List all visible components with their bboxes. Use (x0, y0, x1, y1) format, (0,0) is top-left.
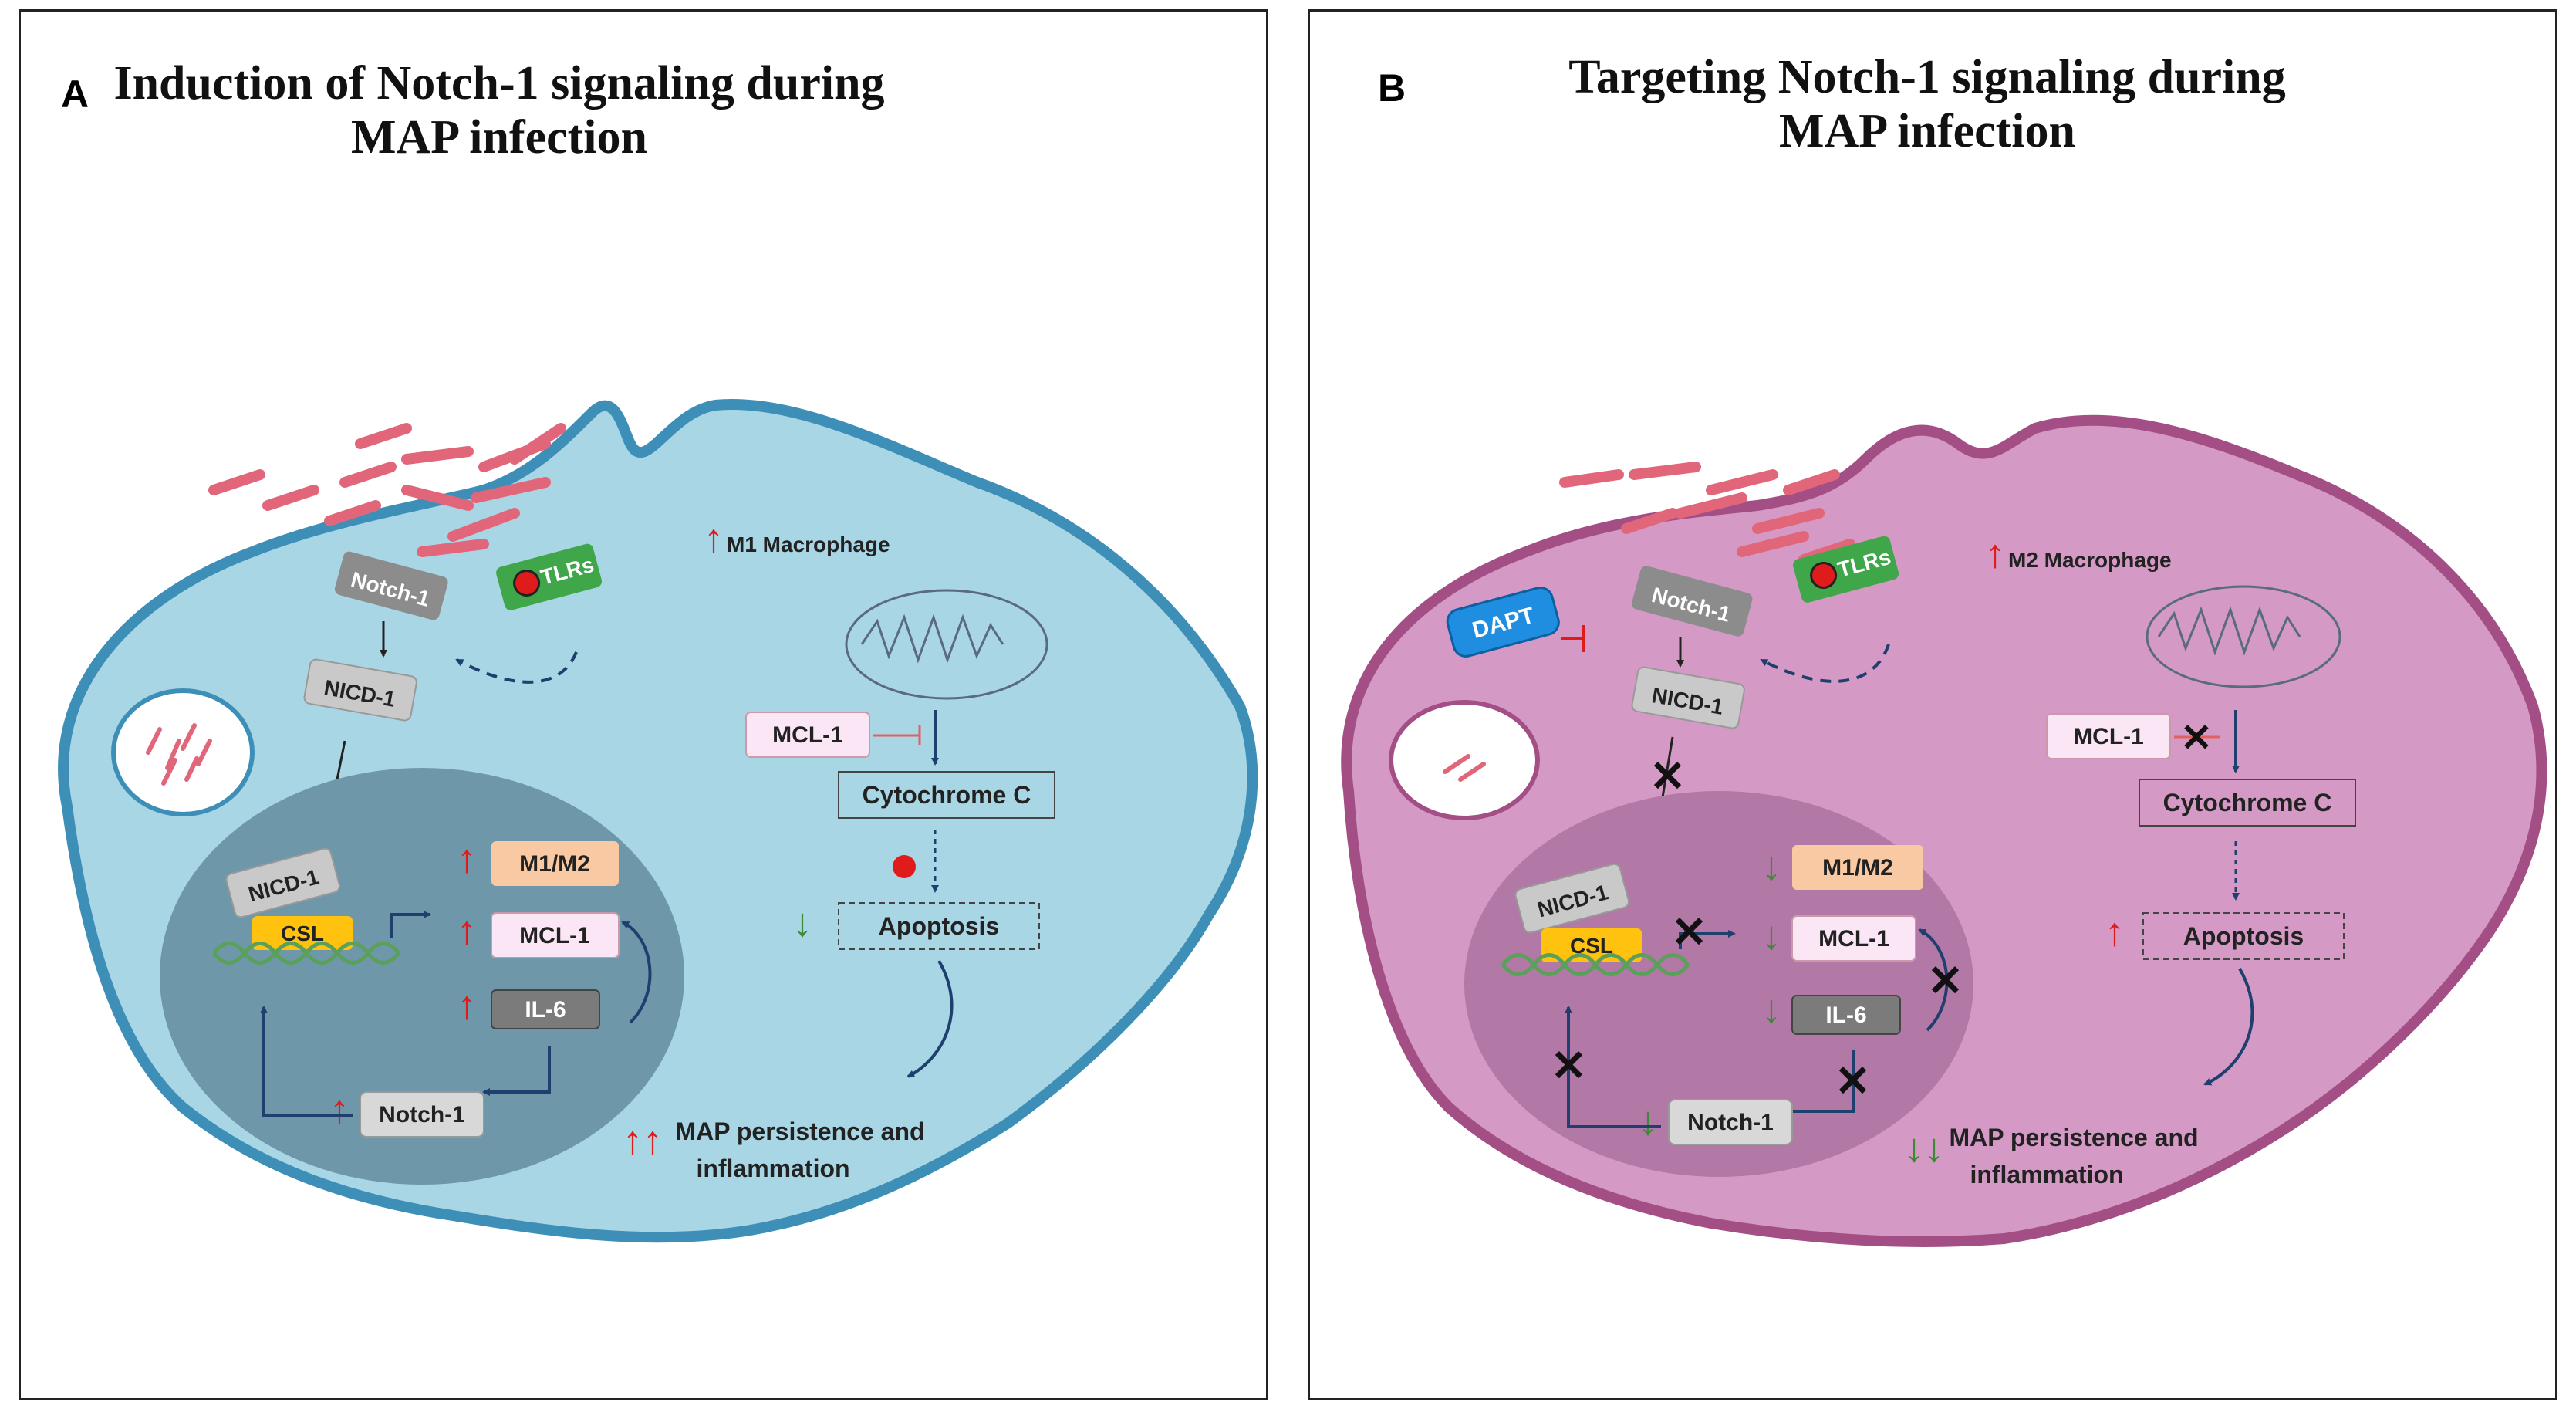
m1m2-label: M1/M2 (519, 851, 590, 877)
block-x-icon: ✕ (1835, 1057, 1871, 1105)
panel-a-title: Induction of Notch-1 signaling during MA… (113, 57, 885, 164)
panel-b-title: Targeting Notch-1 signaling during MAP i… (1568, 51, 2286, 157)
notch1-receptor (334, 551, 448, 620)
macrophage-type-label: M2 Macrophage (2008, 548, 2172, 572)
dapt-inhibitor (1446, 587, 1560, 658)
tlr-receptor (1793, 536, 1899, 603)
panel-a: A Induction of Notch-1 signaling during … (19, 9, 1268, 1400)
panel-b-letter: B (1378, 66, 1406, 110)
mcl1-cyto-label: MCL-1 (2073, 724, 2144, 749)
phagosome (111, 688, 255, 816)
cytochrome-label: Cytochrome C (2163, 789, 2332, 816)
mitochondrion (845, 589, 1048, 700)
bacteria-cluster (208, 423, 566, 557)
up-arrow-icon: ↑ (457, 908, 477, 953)
panel-b-diagram: DAPT Notch-1 TLRs ↑ M2 Macrophage NICD-1… (1341, 414, 2547, 1247)
tlr-receptor (496, 543, 603, 610)
cytochrome-label: Cytochrome C (863, 781, 1031, 809)
down-arrow-icon: ↓ (1761, 914, 1781, 958)
notch1-nucleus-label: Notch-1 (1687, 1110, 1774, 1135)
outcome-line2: inflammation (1970, 1161, 2123, 1188)
double-up-arrow-icon: ↑↑ (623, 1118, 663, 1163)
panel-a-diagram: Notch-1 TLRs ↑ M1 Macrophage NICD-1 NICD… (58, 399, 1258, 1243)
il6-label: IL-6 (525, 997, 566, 1023)
outcome-line2: inflammation (696, 1155, 849, 1182)
up-arrow-icon: ↑ (329, 1087, 349, 1132)
block-x-icon: ✕ (2180, 716, 2213, 759)
apoptosis-label: Apoptosis (2183, 922, 2304, 950)
block-x-icon: ✕ (1649, 752, 1686, 800)
up-arrow-icon: ↑ (2105, 910, 2125, 955)
up-arrow-icon: ↑ (457, 983, 477, 1028)
down-arrow-icon: ↓ (1638, 1099, 1658, 1144)
up-arrow-icon: ↑ (457, 837, 477, 881)
dna-helix (1501, 953, 1690, 976)
down-arrow-icon: ↓ (1761, 844, 1781, 889)
il6-label: IL-6 (1825, 1002, 1866, 1028)
macrophage-type-label: M1 Macrophage (727, 532, 890, 556)
double-down-arrow-icon: ↓↓ (1904, 1126, 1944, 1171)
red-dot-icon (893, 855, 916, 878)
dna-helix (212, 942, 400, 965)
panel-b: B Targeting Notch-1 signaling during MAP… (1308, 9, 2557, 1400)
outcome-line1: MAP persistence and (1949, 1124, 2198, 1151)
csl-label: CSL (281, 921, 324, 945)
mcl1-nucleus-label: MCL-1 (519, 923, 590, 948)
m1m2-label: M1/M2 (1822, 855, 1893, 881)
block-x-icon: ✕ (1927, 956, 1963, 1005)
macrophage-cell (1341, 414, 2547, 1247)
down-arrow-icon: ↓ (792, 901, 812, 945)
down-arrow-icon: ↓ (1761, 987, 1781, 1032)
mcl1-cyto-label: MCL-1 (772, 722, 843, 748)
notch1-nucleus-label: Notch-1 (379, 1102, 465, 1128)
panel-a-letter: A (61, 73, 89, 116)
up-arrow-icon: ↑ (1985, 532, 2005, 576)
up-arrow-icon: ↑ (704, 516, 724, 561)
block-x-icon: ✕ (1671, 908, 1707, 956)
outcome-line1: MAP persistence and (675, 1117, 924, 1145)
mitochondrion (2146, 585, 2341, 688)
block-x-icon: ✕ (1551, 1041, 1587, 1090)
mcl1-nucleus-label: MCL-1 (1818, 926, 1889, 952)
apoptosis-label: Apoptosis (879, 912, 999, 940)
